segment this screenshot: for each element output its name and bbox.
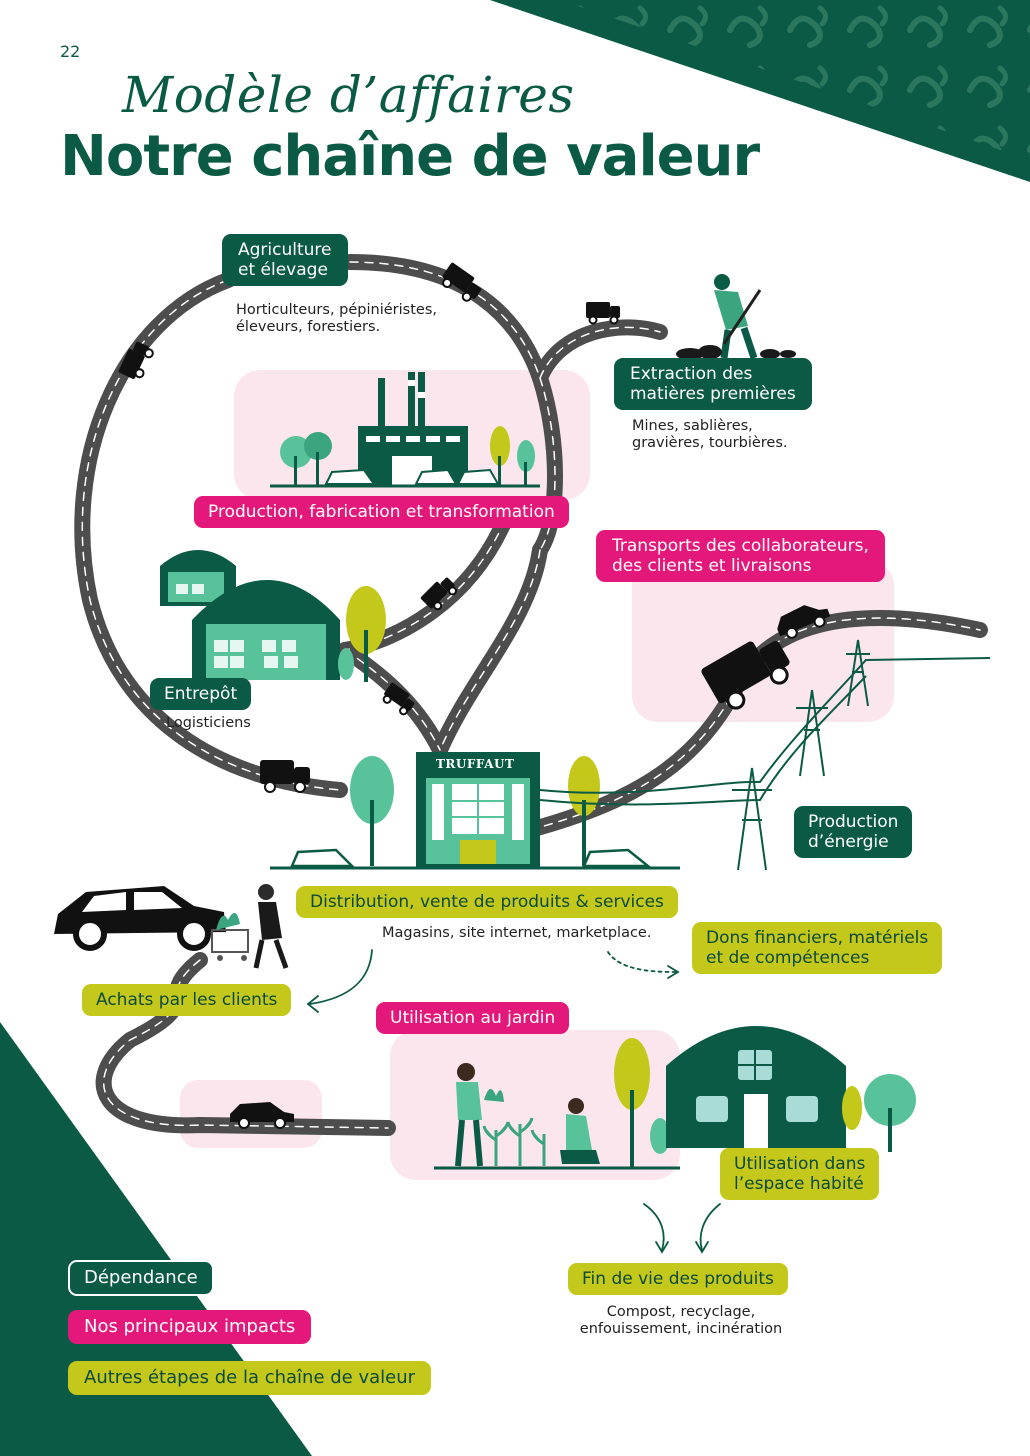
step-energie: Production d’énergie	[794, 806, 913, 858]
step-fin-de-vie-desc: Compost, recyclage, enfouissement, incin…	[576, 1304, 786, 1338]
extraction-desc-l2: gravières, tourbières.	[632, 435, 788, 451]
truck-icon	[586, 302, 620, 325]
miner-illustration	[676, 274, 796, 360]
step-agriculture-desc: Horticulteurs, pépiniéristes, éleveurs, …	[236, 302, 437, 336]
section-title: Modèle d’affaires	[122, 66, 575, 124]
step-fin-de-vie: Fin de vie des produits	[568, 1263, 788, 1295]
step-entrepot: Entrepôt	[150, 678, 252, 710]
step-agriculture: Agriculture et élevage	[222, 234, 348, 286]
habitat-l2: l’espace habité	[734, 1174, 864, 1194]
dons-l2: et de compétences	[706, 948, 870, 968]
legend-autres: Autres étapes de la chaîne de valeur	[68, 1361, 432, 1395]
dons-l1: Dons financiers, matériels	[706, 928, 929, 948]
truck-icon	[701, 640, 790, 710]
energie-l1: Production	[808, 812, 899, 832]
step-entrepot-desc: Logisticiens	[166, 715, 251, 731]
extraction-desc-l1: Mines, sablières,	[632, 418, 753, 434]
step-agriculture-l1: Agriculture	[238, 240, 332, 260]
step-extraction-desc: Mines, sablières, gravières, tourbières.	[632, 418, 788, 452]
customer-car-icon	[54, 886, 226, 951]
step-transports: Transports des collaborateurs, des clien…	[596, 530, 885, 582]
truck-icon	[420, 577, 458, 611]
page-number: 22	[60, 42, 81, 61]
legend-impacts: Nos principaux impacts	[68, 1310, 312, 1344]
page-title: Notre chaîne de valeur	[60, 124, 760, 189]
legend-dependance: Dépendance	[68, 1260, 214, 1296]
house-illustration	[666, 1026, 916, 1152]
truck-icon	[260, 760, 310, 793]
truck-icon	[118, 341, 154, 379]
habitat-l1: Utilisation dans	[734, 1154, 866, 1174]
agriculture-desc-l1: Horticulteurs, pépiniéristes,	[236, 302, 437, 318]
step-extraction: Extraction des matières premières	[614, 358, 812, 410]
step-utilisation-habitat: Utilisation dans l’espace habité	[720, 1148, 880, 1200]
transport-zone	[632, 560, 894, 722]
truck-icon	[442, 262, 482, 302]
transports-l2: des clients et livraisons	[612, 556, 812, 576]
extraction-l2: matières premières	[630, 384, 796, 404]
step-dons: Dons financiers, matériels et de compéte…	[692, 922, 943, 974]
store-illustration	[270, 752, 680, 870]
factory-illustration	[270, 372, 540, 488]
car-icon	[777, 605, 831, 639]
agriculture-desc-l2: éleveurs, forestiers.	[236, 319, 381, 335]
step-distribution-desc: Magasins, site internet, marketplace.	[382, 925, 652, 941]
road-left-loop	[74, 272, 348, 798]
shopper-icon	[211, 884, 289, 969]
power-pylons	[539, 639, 991, 871]
car-icon	[230, 1102, 294, 1129]
transports-l1: Transports des collaborateurs,	[612, 536, 869, 556]
warehouse-illustration	[160, 550, 386, 682]
garden-illustration	[434, 1038, 680, 1170]
step-agriculture-l2: et élevage	[238, 260, 328, 280]
step-distribution: Distribution, vente de produits & servic…	[296, 886, 678, 918]
step-production: Production, fabrication et transformatio…	[194, 496, 569, 528]
truck-icon	[382, 682, 415, 716]
extraction-l1: Extraction des	[630, 364, 753, 384]
step-utilisation-jardin: Utilisation au jardin	[376, 1002, 570, 1034]
fin-de-vie-desc-l2: enfouissement, incinération	[579, 1321, 783, 1337]
flow-arrows	[306, 949, 721, 1254]
energie-l2: d’énergie	[808, 832, 889, 852]
store-sign: TRUFFAUT	[436, 757, 515, 771]
step-achats: Achats par les clients	[82, 984, 292, 1016]
fin-de-vie-desc-l1: Compost, recyclage,	[606, 1304, 756, 1320]
bottom-left-decor	[0, 1022, 312, 1456]
